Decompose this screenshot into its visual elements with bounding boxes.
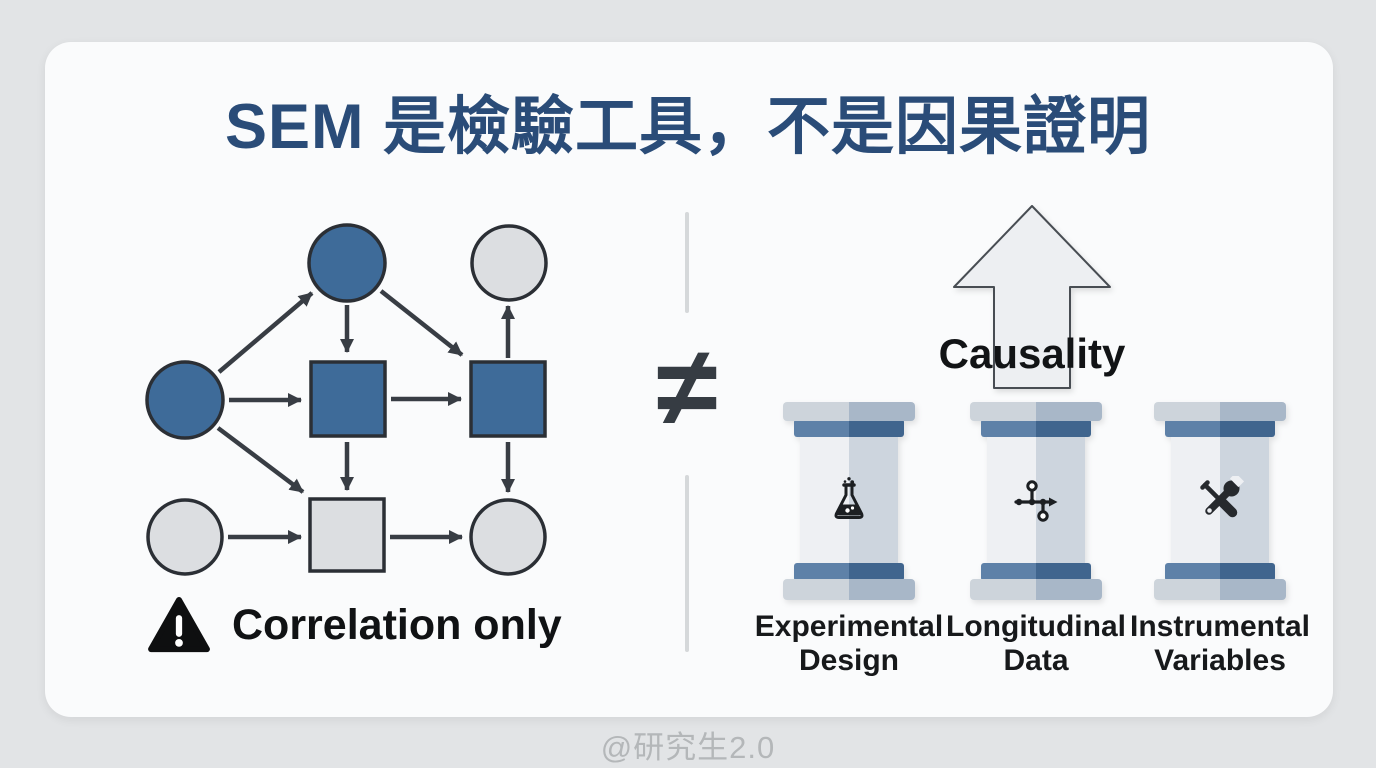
pillar-band (1165, 419, 1275, 437)
pillar-longitudinal-data (970, 402, 1102, 600)
latent-node-bottom-left (146, 498, 224, 576)
page-title: SEM 是檢驗工具，不是因果證明 (224, 92, 1152, 162)
label-instrumental-variables: Instrumental Variables (1125, 610, 1315, 678)
correlation-warning: Correlation only (148, 596, 562, 654)
not-equal-symbol: ≠ (656, 324, 718, 449)
pillar-cap (970, 402, 1102, 421)
main-card (45, 42, 1333, 717)
pillar-cap (1154, 579, 1286, 600)
label-line: Data (1003, 644, 1069, 677)
latent-node-top-right (470, 224, 548, 302)
divider-top-segment (685, 212, 689, 313)
label-line: Design (798, 644, 900, 677)
pillar-cap (970, 579, 1102, 600)
latent-node-left (145, 360, 225, 440)
label-line: Instrumental (1129, 610, 1311, 643)
path-arrows (216, 289, 515, 544)
latent-node-bottom-right (469, 498, 547, 576)
pillar-cap (1154, 402, 1286, 421)
pillar-cap (783, 579, 915, 600)
causality-label: Causality (938, 330, 1126, 377)
watermark: @研究生2.0 (600, 730, 776, 765)
observed-node-right (469, 360, 547, 438)
timeline-icon (1014, 480, 1058, 522)
label-experimental-design: Experimental Design (754, 610, 944, 678)
latent-node-top (307, 223, 387, 303)
warning-triangle-icon (148, 596, 210, 653)
pillar-band (1165, 563, 1275, 581)
tools-icon (1200, 476, 1244, 518)
pillar-band (794, 563, 904, 581)
pillar-experimental-design (783, 402, 915, 600)
pillar-cap (783, 402, 915, 421)
label-line: Variables (1154, 644, 1286, 677)
pillar-band (981, 419, 1091, 437)
label-longitudinal-data: Longitudinal Data (941, 610, 1131, 678)
pillar-shaft (800, 436, 898, 566)
pillar-band (981, 563, 1091, 581)
causality-up-arrow (953, 205, 1111, 389)
divider-bottom-segment (685, 475, 689, 652)
label-line: Longitudinal (946, 610, 1126, 643)
flask-icon (834, 477, 864, 519)
sem-path-diagram (145, 223, 548, 576)
observed-node-center (309, 360, 387, 438)
pillar-instrumental-variables (1154, 402, 1286, 600)
correlation-only-label: Correlation only (232, 600, 562, 649)
pillar-band (794, 419, 904, 437)
label-line: Experimental (754, 610, 944, 643)
observed-node-bottom (308, 497, 386, 573)
